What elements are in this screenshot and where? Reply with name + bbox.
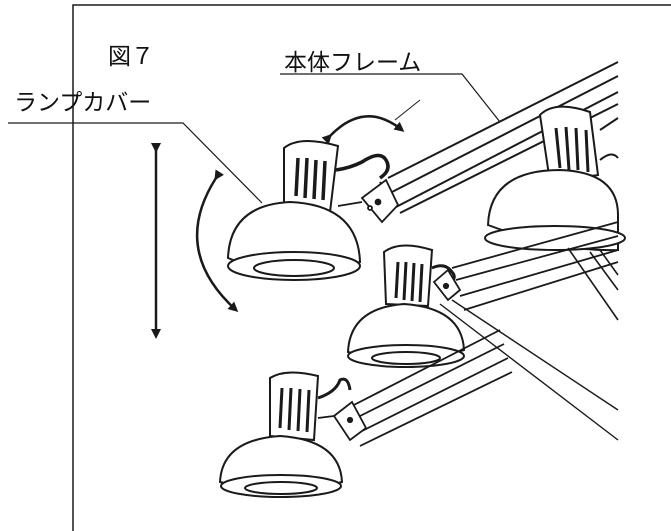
- front-lamp: [226, 140, 390, 281]
- bottom-arm: [317, 329, 513, 447]
- figure-label: 図７: [108, 44, 154, 70]
- middle-lamp: [346, 244, 466, 368]
- bottom-lamp: [218, 371, 352, 498]
- back-lamp: [484, 105, 626, 321]
- page-border: [72, 4, 671, 531]
- middle-arm: [432, 221, 619, 441]
- frame-leader-line: [280, 73, 501, 123]
- rotation-arrow-top: [321, 115, 405, 145]
- body-frame-label: 本体フレーム: [284, 50, 422, 76]
- cover-leader-line: [8, 122, 263, 204]
- lamp-cover-label: ランプカバー: [14, 90, 152, 116]
- tilt-arrow: [195, 169, 239, 313]
- back-joint: [337, 178, 400, 224]
